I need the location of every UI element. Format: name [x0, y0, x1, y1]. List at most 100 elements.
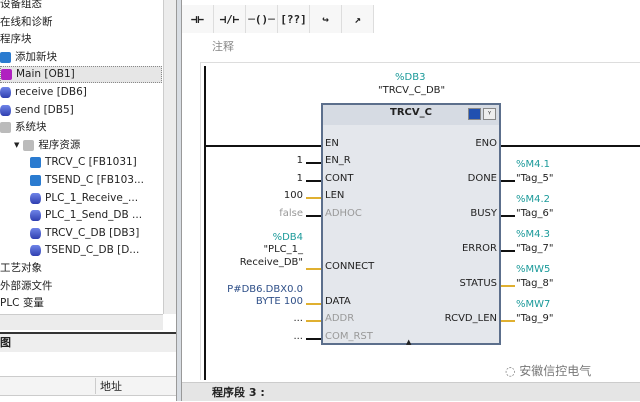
output-pin-error: ERROR — [461, 243, 497, 254]
collapse-arrow-icon[interactable]: ▲ — [406, 338, 412, 346]
nc-contact-button[interactable]: ⊣/⊢ — [214, 5, 246, 33]
input-operand[interactable]: ... — [293, 331, 303, 342]
fb-icon — [30, 175, 41, 186]
tree-item[interactable]: receive [DB6] — [0, 84, 87, 101]
output-operand[interactable]: "Tag_6" — [516, 208, 554, 219]
output-pin-status: STATUS — [459, 278, 497, 289]
network-comment[interactable]: 注释 — [212, 40, 234, 53]
tree-item-label: PLC 变量 — [0, 297, 44, 310]
tree-item[interactable]: PLC_1_Receive_... — [30, 190, 138, 207]
tree-item[interactable]: 外部源文件 — [0, 278, 53, 295]
tree-item[interactable]: TSEND_C_DB [D... — [30, 242, 139, 259]
pin-wire — [501, 215, 515, 217]
no-contact-button[interactable]: ⊣⊢ — [182, 5, 214, 33]
db-icon — [30, 210, 41, 222]
tree-item[interactable]: TSEND_C [FB103... — [30, 172, 144, 189]
input-operand-line1[interactable]: P#DB6.DBX0.0 — [227, 284, 303, 295]
tree-item[interactable]: TRCV_C [FB1031] — [30, 154, 137, 171]
pin-wire — [306, 215, 321, 217]
next-network-header[interactable]: 程序段 3 : — [182, 382, 640, 401]
tree-item[interactable]: PLC_1_Send_DB ... — [30, 207, 142, 224]
close-branch-button[interactable]: ↗ — [342, 5, 374, 33]
instance-db-address: %DB3 — [395, 72, 426, 83]
pin-wire — [306, 162, 321, 164]
pin-wire — [501, 285, 515, 287]
input-pin-connect: CONNECT — [325, 261, 375, 272]
output-pin-busy: BUSY — [470, 208, 497, 219]
tree-item-label: 程序块 — [0, 33, 32, 46]
output-operand-address: %M4.2 — [516, 194, 551, 205]
db-icon — [0, 87, 11, 98]
tree-item[interactable]: 程序块 — [0, 31, 32, 48]
input-pin-cont: CONT — [325, 173, 354, 184]
output-operand[interactable]: "Tag_8" — [516, 278, 554, 289]
output-operand[interactable]: "Tag_7" — [516, 243, 554, 254]
tree-item-label: TRCV_C_DB [DB3] — [45, 226, 140, 239]
pin-wire — [501, 180, 515, 182]
tree-item-label: receive [DB6] — [15, 86, 87, 98]
tree-item[interactable]: 设备组态 — [0, 0, 42, 13]
tree-item[interactable]: send [DB5] — [0, 102, 74, 119]
lock-icon — [468, 108, 481, 120]
tree-item-label: 程序资源 — [38, 138, 81, 151]
input-pin-data: DATA — [325, 296, 351, 307]
output-operand-address: %MW7 — [516, 299, 551, 310]
wechat-icon: ◌ — [505, 364, 520, 378]
tree-vertical-scrollbar[interactable] — [163, 0, 179, 314]
input-operand[interactable]: 1 — [296, 173, 303, 184]
trcv-c-block[interactable]: TRCV_C ᵞ — [321, 103, 501, 345]
tree-horizontal-scrollbar[interactable] — [0, 314, 163, 330]
instance-db-name[interactable]: "TRCV_C_DB" — [378, 85, 446, 96]
tree-item[interactable]: 工艺对象 — [0, 260, 42, 277]
empty-box-button[interactable]: [??] — [278, 5, 310, 33]
output-operand-address: %MW5 — [516, 264, 551, 275]
tree-item[interactable]: 在线和诊断 — [0, 14, 53, 31]
diagnostics-icon[interactable]: ᵞ — [483, 108, 496, 120]
block-title: TRCV_C — [323, 105, 499, 125]
panel-splitter[interactable] — [176, 0, 182, 401]
watermark: ◌ 安徽信控电气 — [505, 364, 592, 378]
input-operand[interactable]: false — [279, 208, 303, 219]
db-icon — [30, 227, 41, 239]
pin-wire — [306, 338, 321, 340]
output-operand[interactable]: "Tag_5" — [516, 173, 554, 184]
output-operand[interactable]: "Tag_9" — [516, 313, 554, 324]
ob-icon — [1, 69, 12, 81]
input-operand[interactable]: 100 — [283, 190, 303, 201]
tree-item[interactable]: ▼ 程序资源 — [14, 137, 80, 154]
tree-item-label: 在线和诊断 — [0, 15, 53, 28]
db-icon — [0, 104, 11, 116]
tree-item[interactable]: PLC 变量 — [0, 295, 44, 312]
tree-item[interactable]: 系统块 — [0, 119, 47, 136]
db-icon — [30, 245, 41, 257]
tree-item[interactable]: 添加新块 — [0, 49, 57, 66]
pin-wire — [501, 320, 515, 322]
tree-item-label: Main [OB1] — [16, 68, 75, 81]
tree-item-label: PLC_1_Receive_... — [45, 191, 139, 204]
details-view-title: 图 — [0, 334, 176, 352]
input-operand-line1[interactable]: "PLC_1_ — [263, 244, 303, 255]
input-operand-line2[interactable]: Receive_DB" — [239, 257, 303, 268]
open-branch-button[interactable]: ↪ — [310, 5, 342, 33]
tree-item[interactable]: TRCV_C_DB [DB3] — [30, 225, 139, 242]
output-pin-eno: ENO — [475, 138, 497, 149]
input-pin-len: LEN — [325, 190, 345, 201]
expand-arrow-icon[interactable]: ▼ — [14, 140, 20, 149]
input-pin-addr: ADDR — [325, 313, 355, 324]
input-operand[interactable]: 1 — [296, 155, 303, 166]
folder-icon — [23, 139, 35, 151]
tree-item[interactable]: Main [OB1] — [0, 66, 162, 84]
output-pin-done: DONE — [467, 173, 497, 184]
column-header-address[interactable]: 地址 — [95, 378, 122, 394]
pin-wire — [306, 197, 321, 199]
input-operand-line2[interactable]: BYTE 100 — [255, 296, 303, 307]
output-operand-address: %M4.3 — [516, 229, 551, 240]
pin-wire — [306, 303, 321, 305]
folder-icon — [0, 122, 11, 134]
input-operand[interactable]: ... — [293, 313, 303, 324]
tree-item-label: 工艺对象 — [0, 262, 42, 274]
tree-item-label: 系统块 — [15, 121, 47, 134]
tree-item-label: PLC_1_Send_DB ... — [45, 209, 143, 222]
coil-button[interactable]: ─()─ — [246, 5, 278, 33]
fb-icon — [30, 157, 41, 169]
